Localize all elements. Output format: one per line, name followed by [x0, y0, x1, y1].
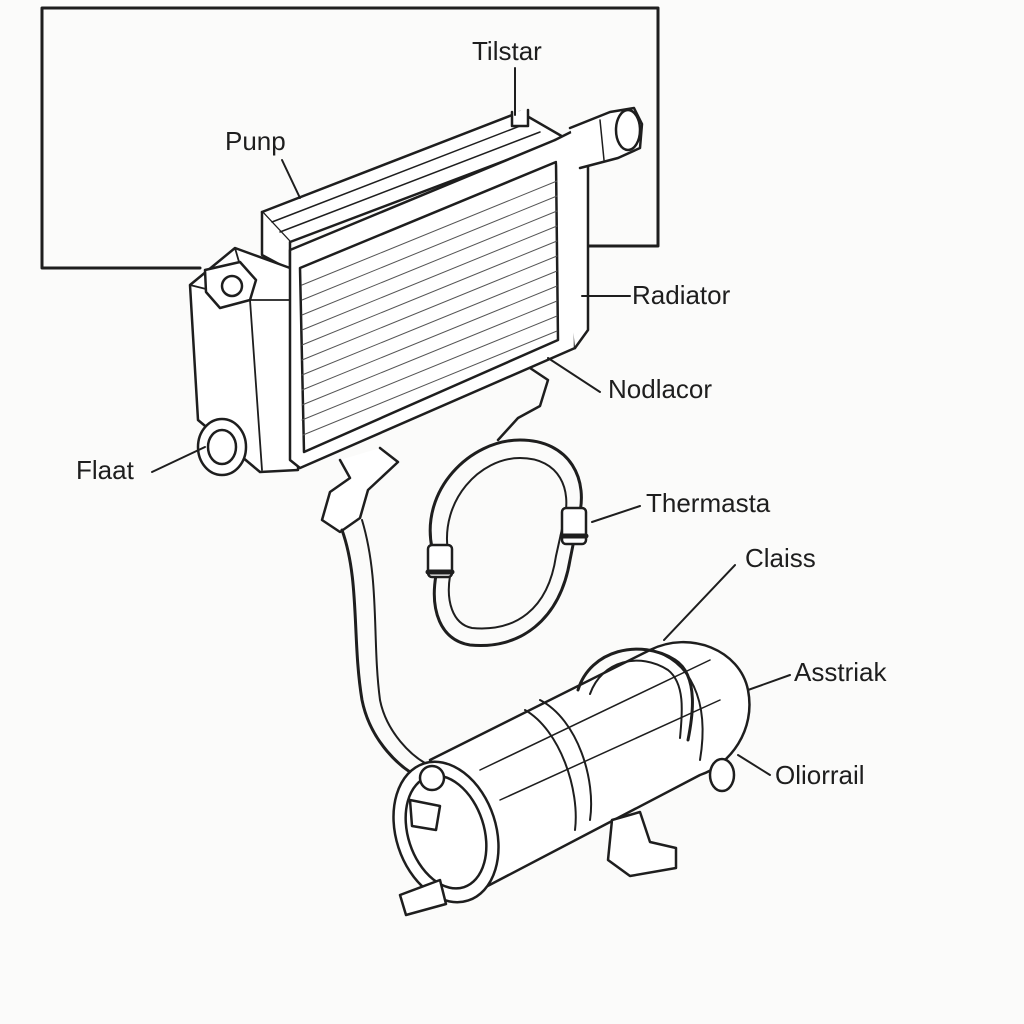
leader-lines	[151, 67, 791, 776]
label-pump: Punp	[225, 126, 286, 156]
label-oliorrail: Oliorrail	[775, 760, 865, 790]
radiator-core-fins	[301, 180, 558, 436]
lower-hose	[340, 519, 436, 782]
thermostat-hose-loop	[425, 438, 589, 648]
label-claiss: Claiss	[745, 543, 816, 573]
label-radiator: Radiator	[632, 280, 731, 310]
label-nodiacor: Nodlacor	[608, 374, 713, 404]
label-asstriak: Asstriak	[794, 657, 887, 687]
frame-rectangle	[40, 6, 660, 270]
reservoir-tank	[392, 640, 751, 917]
label-tilstar: Tilstar	[472, 36, 542, 66]
label-thermasta: Thermasta	[646, 488, 771, 518]
radiator-unit	[188, 106, 644, 534]
label-flaat: Flaat	[76, 455, 134, 485]
